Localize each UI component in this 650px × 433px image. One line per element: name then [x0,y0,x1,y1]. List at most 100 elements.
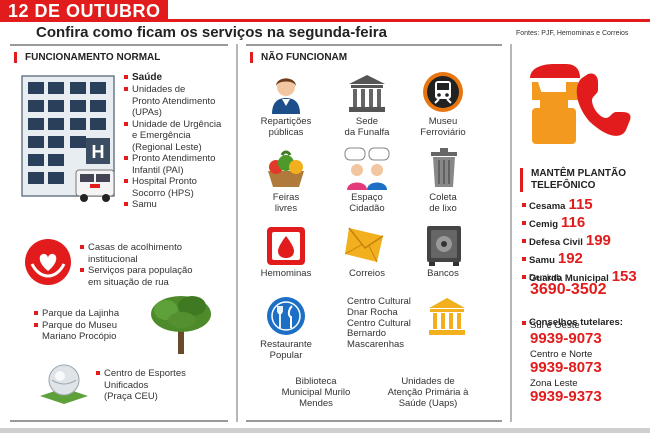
text-line: Correios [349,268,385,279]
demlurb-label: Demlurb [522,272,650,282]
closed-label-8: Bancos [406,268,480,279]
conselho-number: 9939-9073 [530,330,602,347]
phone-service-name: Cemig [529,219,559,230]
text-line: Biblioteca [295,376,337,387]
left-bottom-rule [10,420,228,422]
phone-number: 153 [611,268,637,285]
helping-hands-heart-icon [25,239,71,285]
phone-number: 115 [568,196,593,213]
text-line: Unidade de Urgência [132,118,222,130]
text-line: Unidades de [401,376,455,387]
text-line: Casas de acolhimento [88,242,182,253]
text-line: Parque da Lajinha [42,308,120,319]
telephone-icon [530,64,631,144]
text-line: Hemominas [260,268,312,279]
text-line: Coleta [429,192,457,203]
vegetable-basket-icon [268,150,304,187]
text-line: Infantil (PAI) [132,164,184,176]
date-badge: 12 DE OUTUBRO [0,0,168,22]
cultural-building-icon [429,298,465,335]
fork-knife-icon [267,297,305,335]
hospital-building-icon: H [21,75,115,202]
text-line: e Emergência [132,130,191,141]
phone-number: 199 [585,232,611,249]
text-line: Mariano Procópio [42,331,117,342]
text-line: Centro Cultural [347,317,411,329]
railway-train-icon [423,72,463,112]
header-rule [168,19,650,22]
text-line: Atenção Primária à [387,387,469,398]
conselho-region: Centro e Norte [530,349,593,360]
text-line: Popular [269,350,303,361]
chat-people-icon [344,147,390,190]
plantao-title-line-0: MANTÊM PLANTÃO [531,168,626,179]
text-line: da Funalfa [344,127,390,138]
hospital-sign: H [92,142,105,162]
text-line: institucional [88,253,138,265]
text-line: (Praça CEU) [104,391,158,402]
text-line: Pronto Atendimento [132,153,216,164]
text-line: Repartições [260,116,312,127]
text-line: Hospital Pronto [132,176,197,187]
text-line: Museu [428,116,458,127]
saude-heading: Saúde [124,72,162,83]
phone-service-name: Guarda Municipal [529,273,609,284]
text-line: Centro de Esportes [104,368,186,379]
closed-label-7: Correios [330,268,404,279]
phone-service-name: Samu [529,255,555,266]
tree-icon [151,296,211,354]
closed-label-6: Hemominas [249,268,323,279]
text-line: de lixo [429,203,457,214]
text-line: Unificados [104,379,149,391]
text-line: Serviços para população [88,265,193,276]
text-line: Unidades de [132,84,186,95]
text-line: Sede [355,116,379,127]
text-line: Ferroviário [420,127,466,138]
text-line: Samu [132,199,157,210]
text-line: Mendes [299,398,333,409]
center-bottom-rule [246,420,502,422]
blood-drop-icon [267,227,305,265]
phone-number: 116 [561,214,586,231]
text-line: (UPAs) [132,107,162,118]
text-line: Bancos [427,268,459,279]
phone-service-name: Defesa Civil [529,237,583,248]
text-line: Dnar Rocha [347,306,398,318]
list-item: Samu [124,199,234,211]
text-line: Cidadão [349,203,385,214]
text-line: livres [274,203,298,214]
text-line: Municipal Murilo [281,387,351,398]
text-line: Socorro (HPS) [132,187,194,199]
text-line: em situação de rua [88,276,169,288]
safe-icon [427,226,461,266]
left-panel-divider [236,44,238,422]
list-item: Parque da Lajinha [34,308,154,320]
text-line: (Regional Leste) [132,141,202,153]
envelope-icon [344,227,384,263]
phone-number: 192 [557,250,583,267]
text-line: Mascarenhas [347,339,405,351]
conselho-region: Zona Leste [530,378,578,389]
text-line: Parque do Museu [42,319,117,331]
